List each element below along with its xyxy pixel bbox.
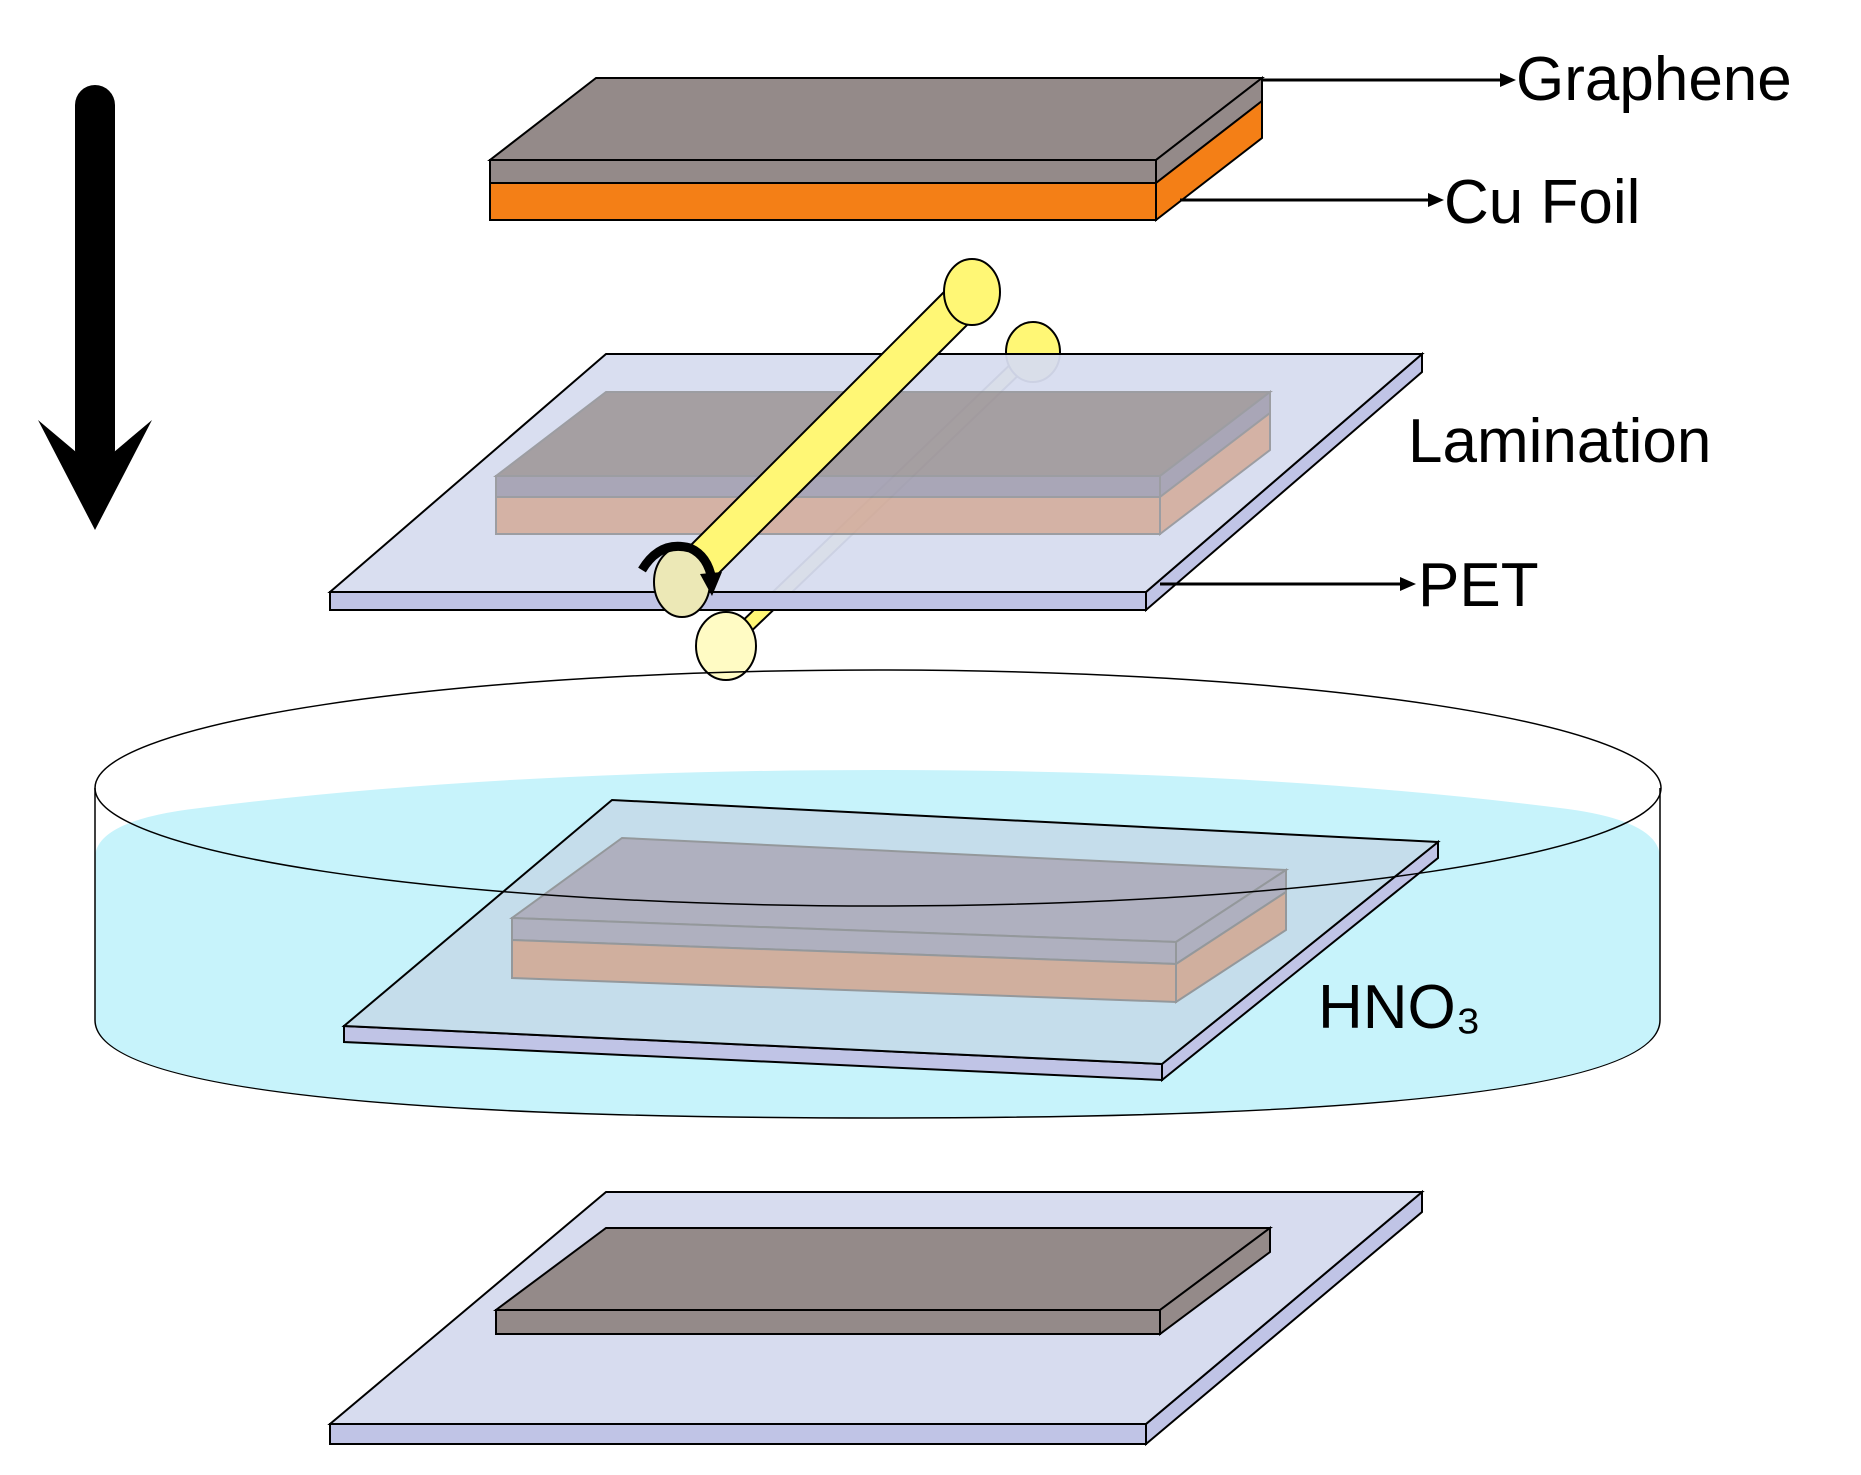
submerged-stack [509,836,1290,1004]
cu-foil-label: Cu Foil [1444,168,1640,237]
pet-label: PET [1418,551,1539,620]
pet-label-arrow [1160,577,1416,591]
graphene-label-arrow [1262,73,1516,87]
rotation-arrow-icon [638,541,722,596]
cu-foil-label-arrow [1180,193,1444,207]
graphene-cu-stack [487,75,1265,223]
laminated-stack [493,389,1273,537]
hno3-label: HNO₃ [1318,973,1481,1042]
roller-front [653,258,1001,618]
dish-rim [94,669,1662,907]
down-arrow-icon [38,85,152,530]
lamination-label: Lamination [1408,407,1711,476]
graphene-on-pet [492,1226,1274,1336]
graphene-label: Graphene [1516,45,1792,114]
